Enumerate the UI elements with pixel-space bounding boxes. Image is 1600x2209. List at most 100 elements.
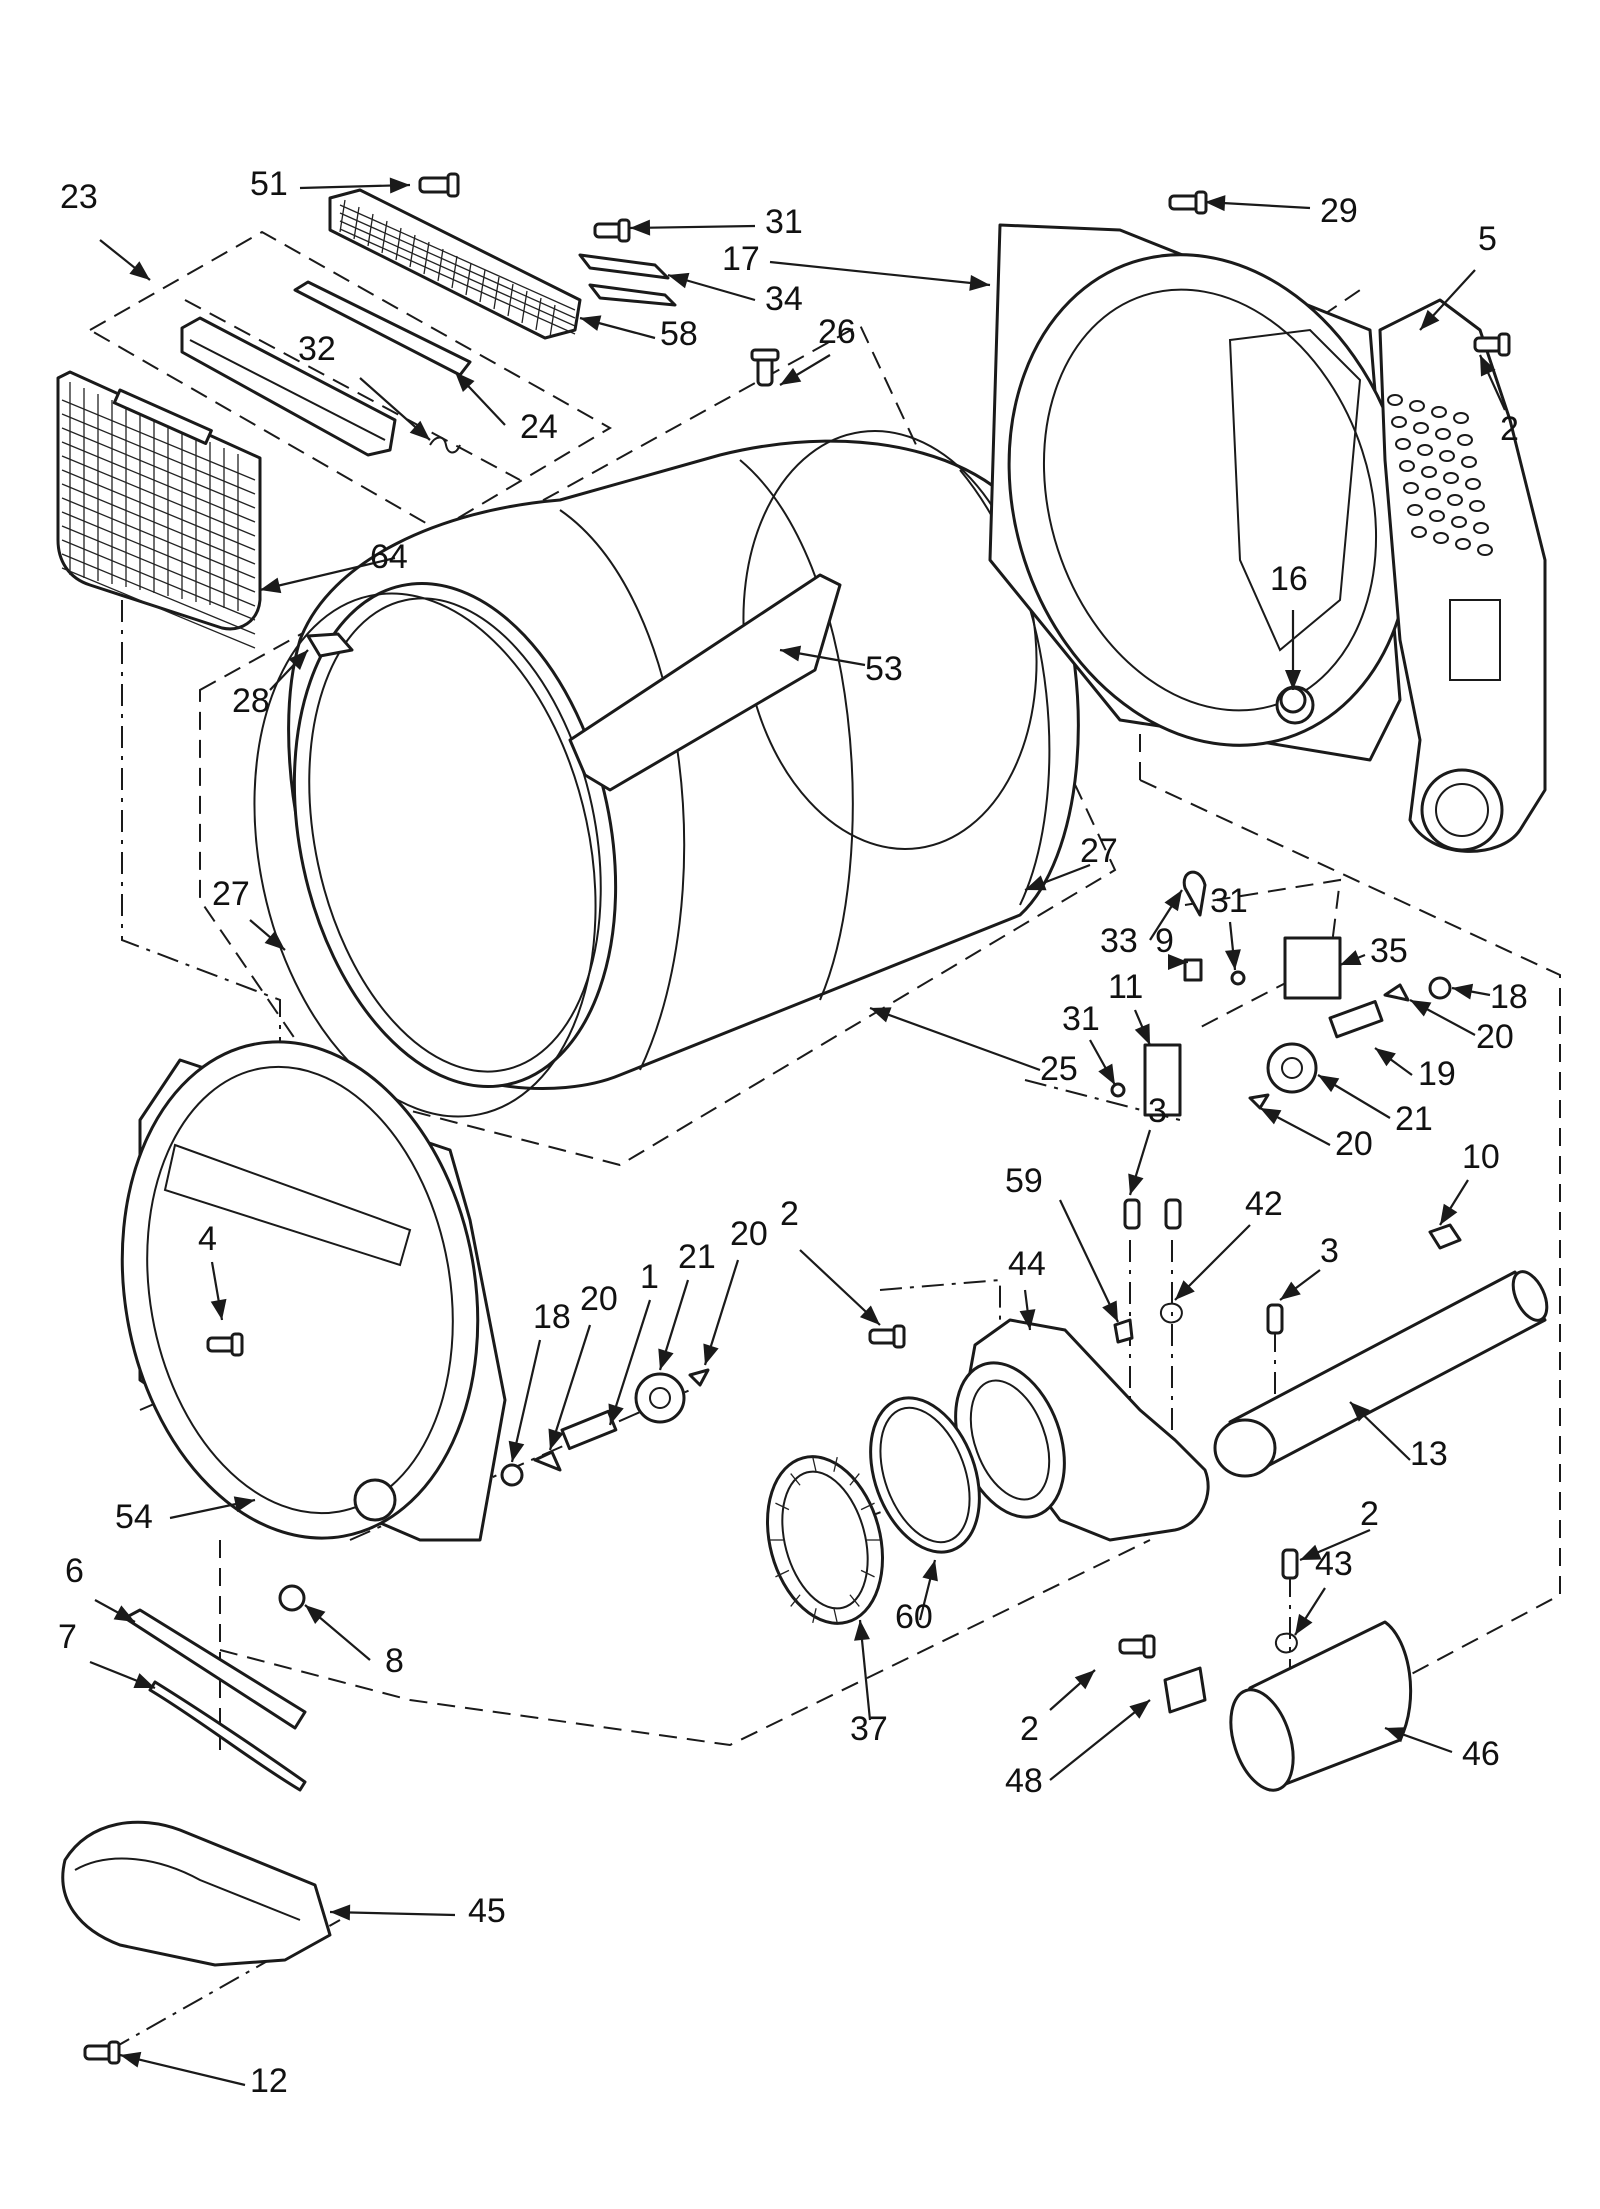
callout-arrowhead — [859, 1305, 880, 1325]
callout-label: 16 — [1270, 560, 1308, 598]
heater-box — [1378, 298, 1547, 853]
callout-arrowhead — [1350, 1402, 1370, 1422]
callout-arrowhead — [260, 577, 282, 594]
callout-label: 31 — [1062, 1000, 1100, 1038]
filter-guide-line — [121, 600, 281, 1400]
callout-label: 6 — [65, 1552, 84, 1590]
callout-arrowhead — [210, 1298, 227, 1320]
callout-label: 12 — [250, 2062, 288, 2100]
callout-leader — [510, 1339, 542, 1463]
callout-arrowhead — [455, 372, 475, 393]
clamp-43 — [1274, 1632, 1298, 1654]
callout-arrowhead — [1224, 949, 1241, 970]
callout-arrowhead — [1318, 1075, 1340, 1093]
callout-arrowhead — [129, 261, 150, 280]
lower-front-parts — [61, 1608, 332, 2065]
misc-screws — [868, 1198, 1299, 1659]
screw-3-right — [1266, 1303, 1284, 1335]
callout-label: 45 — [468, 1892, 506, 1930]
screw-29 — [1168, 190, 1208, 215]
callout-arrowhead — [1074, 1670, 1095, 1690]
part-59 — [1113, 1318, 1134, 1344]
screw-12 — [83, 2040, 121, 2065]
callout-arrowhead — [1280, 1281, 1301, 1300]
callout-label: 4 — [198, 1220, 217, 1258]
callout-arrowhead — [658, 1348, 674, 1370]
callout-label: 20 — [1476, 1018, 1514, 1056]
callout-label: 20 — [580, 1280, 618, 1318]
screw-2-bracket — [1118, 1634, 1156, 1659]
callout-arrowhead — [1128, 1173, 1144, 1195]
filter-housing-parts — [180, 172, 677, 457]
callout-label: 13 — [1410, 1435, 1448, 1473]
drum-group-outline — [199, 323, 1117, 1167]
callout-arrowhead — [1102, 1300, 1118, 1322]
blower-parts — [765, 1302, 1210, 1625]
callout-label: 27 — [212, 875, 250, 913]
callout-arrowhead — [922, 1560, 938, 1582]
callout-label: 37 — [850, 1710, 888, 1748]
callout-arrowhead — [233, 1496, 255, 1512]
callout-label: 2 — [1360, 1495, 1379, 1533]
callout-arrowhead — [630, 219, 651, 236]
callout-arrowhead — [1440, 1203, 1458, 1225]
callout-arrowhead — [780, 645, 802, 662]
callout-arrowhead — [548, 1428, 564, 1450]
callout-arrowhead — [1375, 1048, 1396, 1067]
callout-leader — [869, 1006, 1041, 1072]
screw-51 — [418, 172, 460, 198]
part-35 — [1283, 936, 1342, 1000]
callout-leader — [608, 1299, 652, 1426]
screw-2-top — [1473, 332, 1511, 357]
callout-arrowhead — [1420, 309, 1440, 330]
callout-label: 3 — [1320, 1232, 1339, 1270]
front-roller-parts — [500, 1368, 710, 1487]
callout-label: 25 — [1040, 1050, 1078, 1088]
callout-label: 20 — [1335, 1125, 1373, 1163]
callout-arrowhead — [870, 1007, 892, 1023]
callout-arrowhead — [668, 272, 690, 289]
part-33 — [1182, 870, 1207, 917]
callout-label: 9 — [1155, 922, 1174, 960]
callout-label: 3 — [1148, 1092, 1167, 1130]
rear-bulkhead-outline-right — [1139, 779, 1561, 1681]
callout-arrowhead — [1480, 355, 1496, 377]
screw-31-top — [593, 218, 631, 243]
clamp-42 — [1159, 1302, 1183, 1324]
callout-leader — [1059, 1199, 1119, 1323]
callout-label: 51 — [250, 165, 288, 203]
callout-label: 18 — [533, 1298, 571, 1336]
callout-label: 19 — [1418, 1055, 1456, 1093]
callout-arrowhead — [288, 650, 308, 671]
callout-arrowhead — [508, 1440, 525, 1462]
callout-arrowhead — [305, 1605, 326, 1625]
callout-label: 60 — [895, 1598, 933, 1636]
callout-arrowhead — [389, 177, 410, 194]
motor — [1163, 1620, 1413, 1792]
callout-leader — [548, 1324, 592, 1451]
screws-3-pair — [1123, 1198, 1182, 1230]
callout-label: 5 — [1478, 220, 1497, 258]
callout-label: 27 — [1080, 832, 1118, 870]
callout-arrowhead — [1019, 1309, 1036, 1330]
callout-leader — [259, 556, 396, 592]
callout-arrowhead — [1098, 1063, 1115, 1085]
callout-label: 26 — [818, 313, 856, 351]
callout-label: 58 — [660, 315, 698, 353]
sensor-group-outline — [1184, 878, 1342, 1031]
callout-label: 29 — [1320, 192, 1358, 230]
screw-26 — [750, 348, 780, 387]
callout-leader — [769, 260, 991, 287]
callout-label: 24 — [520, 408, 558, 446]
callout-label: 42 — [1245, 1185, 1283, 1223]
callout-label: 11 — [1108, 968, 1143, 1006]
callout-arrowhead — [1340, 950, 1362, 965]
callout-arrowhead — [969, 274, 990, 291]
callout-label: 31 — [1210, 882, 1248, 920]
callout-arrowhead — [409, 420, 430, 440]
drum — [253, 348, 1080, 1118]
callout-arrowhead — [780, 367, 802, 385]
screw-4 — [206, 1332, 244, 1357]
